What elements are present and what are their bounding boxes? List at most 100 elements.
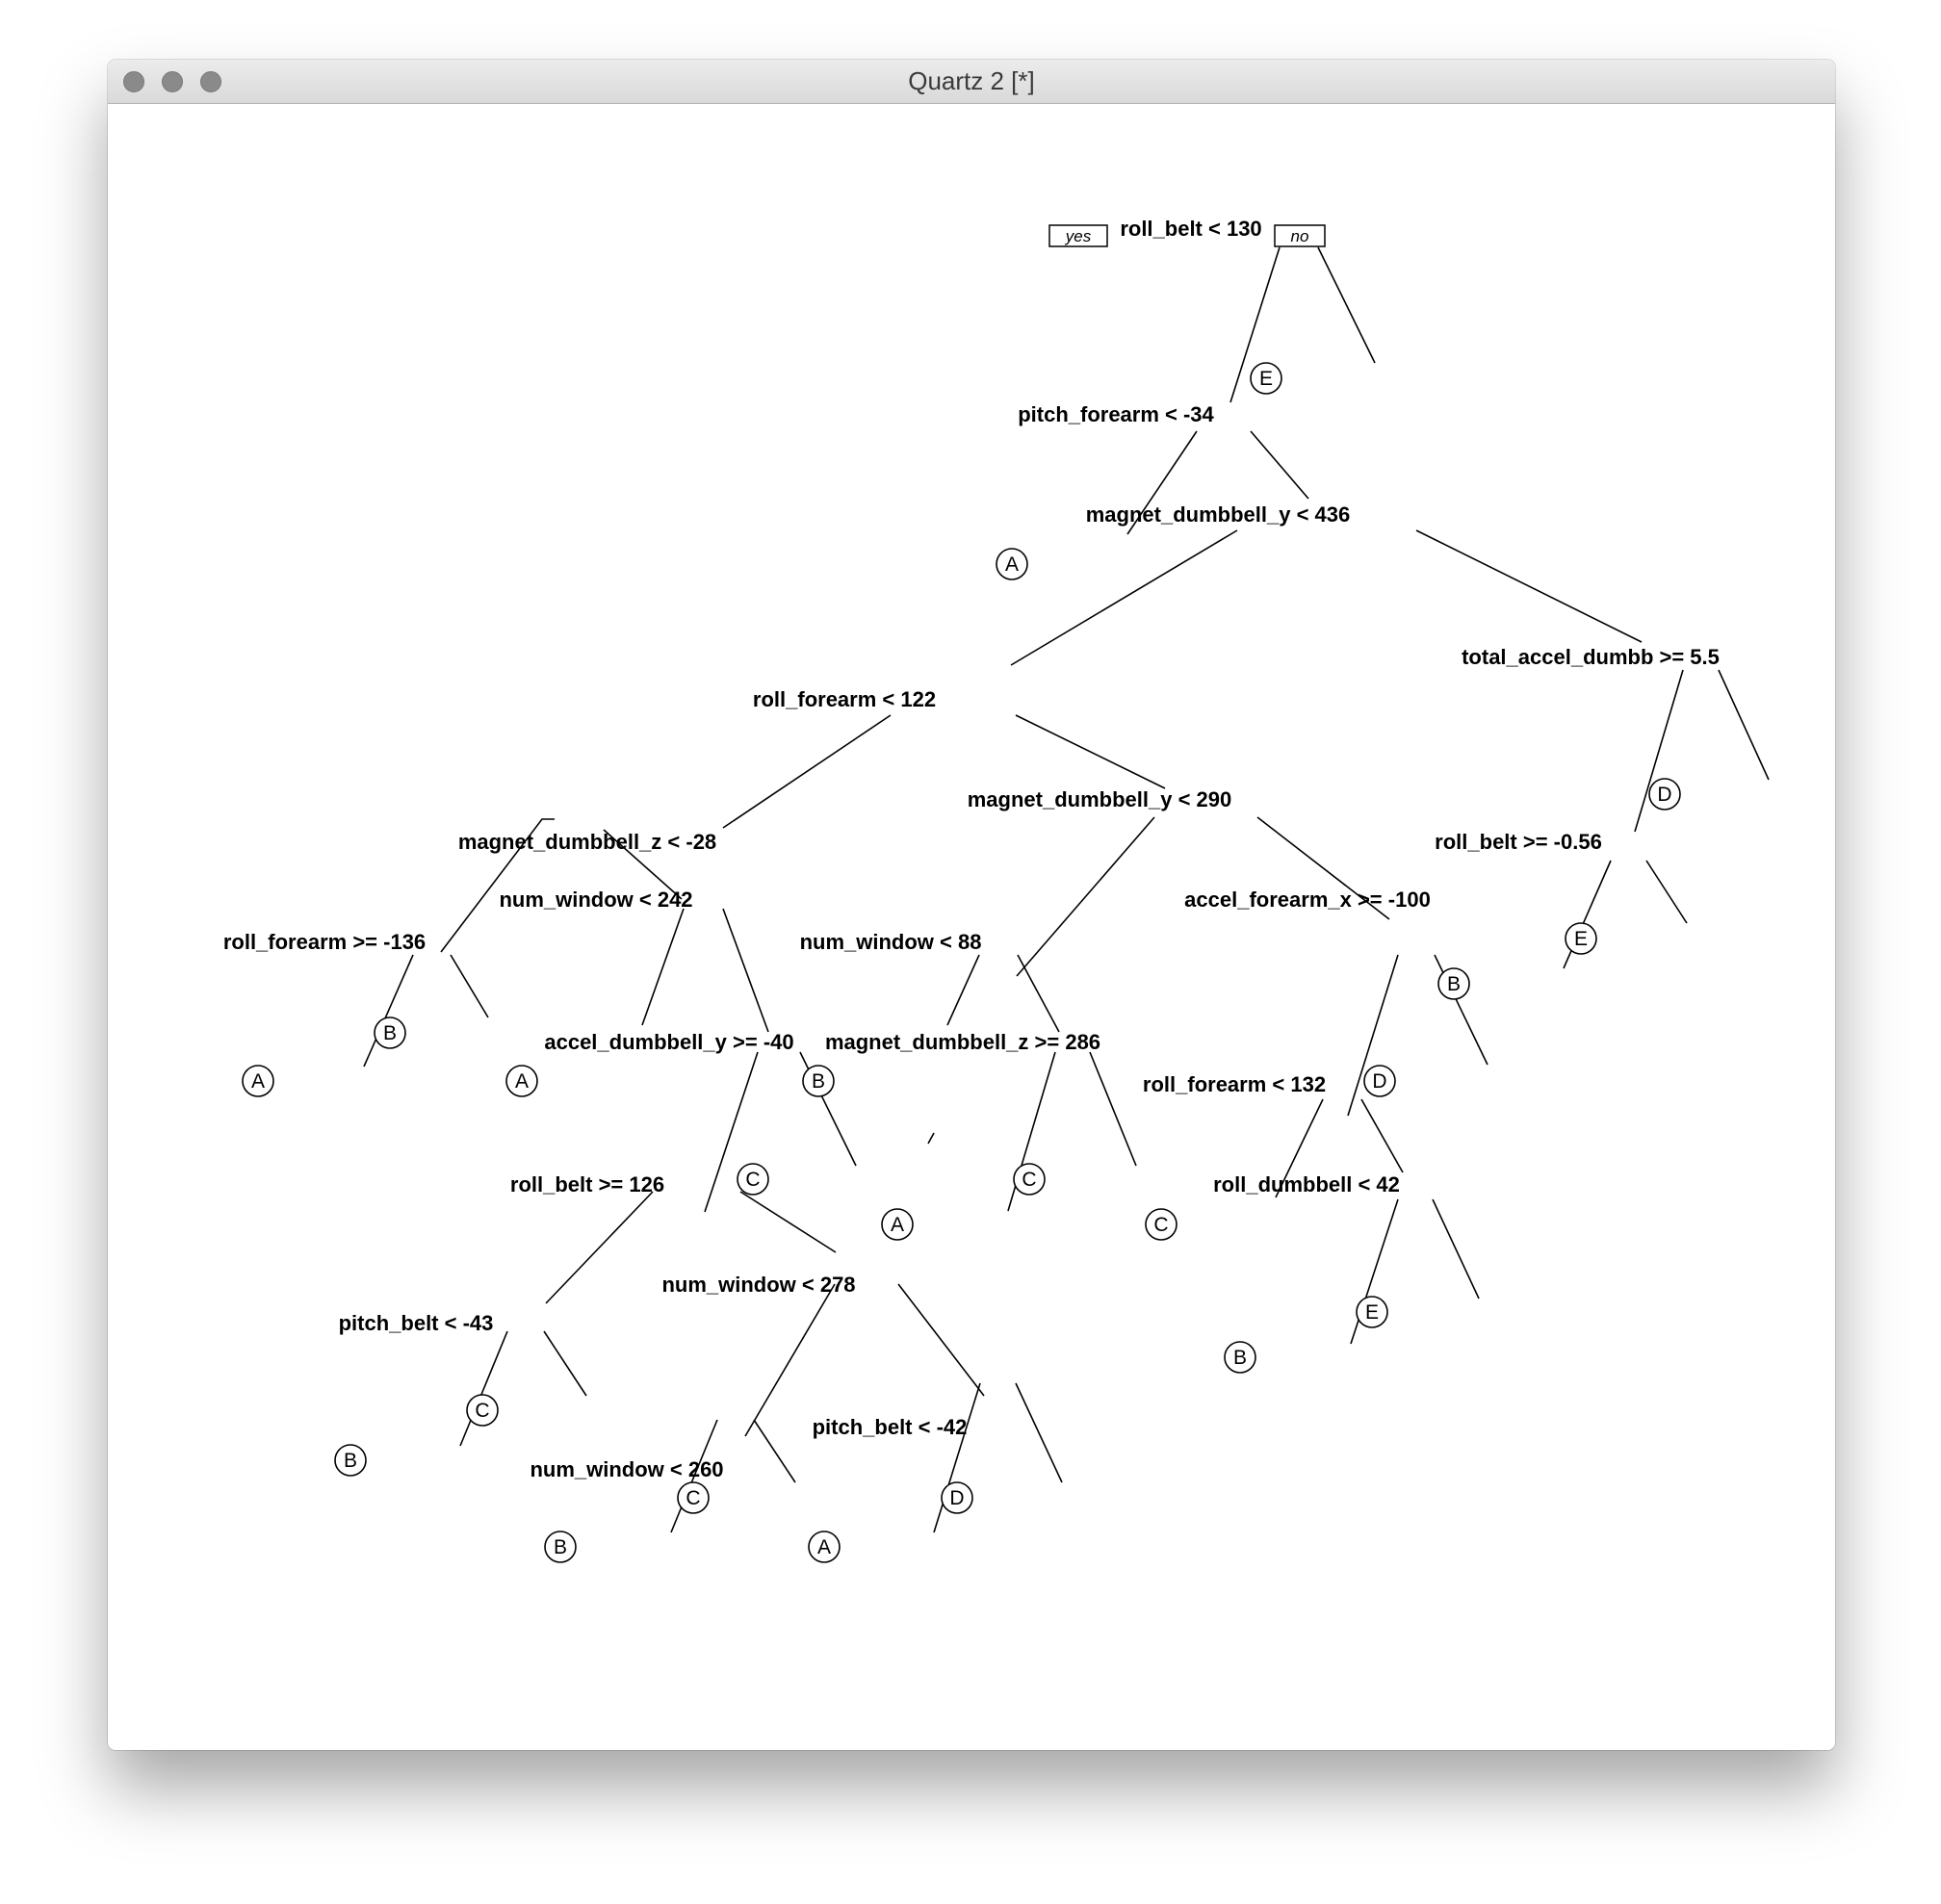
leaf-label: C bbox=[686, 1487, 700, 1509]
leaf-label: B bbox=[383, 1022, 397, 1044]
edge bbox=[1250, 430, 1309, 500]
no-label-box: no bbox=[1274, 224, 1326, 247]
leaf-label: C bbox=[1022, 1169, 1036, 1191]
split-label: roll_dumbbell < 42 bbox=[1213, 1172, 1400, 1196]
edge bbox=[545, 1191, 654, 1304]
leaf-node: A bbox=[881, 1208, 914, 1241]
leaf-node: D bbox=[1363, 1065, 1396, 1097]
leaf-label: E bbox=[1574, 928, 1588, 950]
decision-tree: yes no roll_belt < 130 pitch_forearm < -… bbox=[223, 217, 1770, 1563]
split-label: total_accel_dumbb >= 5.5 bbox=[1462, 645, 1720, 669]
split-label: roll_belt < 130 bbox=[1120, 217, 1261, 241]
edge bbox=[753, 1419, 796, 1483]
edge bbox=[1347, 954, 1399, 1117]
edge bbox=[722, 714, 892, 829]
leaf-label: B bbox=[812, 1070, 825, 1093]
plot-area: yes no roll_belt < 130 pitch_forearm < -… bbox=[108, 104, 1835, 1750]
split-label: roll_belt >= 126 bbox=[510, 1172, 664, 1196]
edge bbox=[1360, 1098, 1404, 1173]
leaf-node: E bbox=[1565, 922, 1597, 955]
edge bbox=[1015, 1382, 1063, 1483]
edge bbox=[1017, 954, 1060, 1033]
leaf-node: D bbox=[1648, 778, 1681, 810]
split-label: roll_forearm < 132 bbox=[1143, 1072, 1326, 1096]
leaf-label: A bbox=[515, 1070, 529, 1093]
edge bbox=[1089, 1051, 1137, 1167]
edge bbox=[1645, 860, 1688, 924]
leaf-node: C bbox=[1145, 1208, 1178, 1241]
edge bbox=[603, 829, 683, 900]
split-label: pitch_forearm < -34 bbox=[1018, 402, 1214, 426]
edge bbox=[1634, 669, 1684, 833]
leaf-node: B bbox=[334, 1444, 367, 1477]
edge bbox=[927, 1132, 935, 1145]
edge bbox=[933, 1382, 981, 1533]
leaf-node: B bbox=[1224, 1341, 1256, 1374]
split-label: roll_forearm >= -136 bbox=[223, 930, 426, 954]
leaf-node: B bbox=[544, 1531, 577, 1563]
leaf-node: A bbox=[505, 1065, 538, 1097]
leaf-node: A bbox=[996, 548, 1028, 580]
split-label: pitch_belt < -42 bbox=[813, 1415, 968, 1439]
yes-label-box: yes bbox=[1048, 224, 1108, 247]
leaf-node: C bbox=[466, 1394, 499, 1427]
leaf-label: C bbox=[745, 1169, 760, 1191]
leaf-node: C bbox=[737, 1163, 769, 1196]
split-label: magnet_dumbbell_z >= 286 bbox=[825, 1030, 1100, 1054]
edge bbox=[704, 1051, 759, 1213]
edge bbox=[897, 1283, 985, 1397]
leaf-node: E bbox=[1356, 1296, 1388, 1328]
edge bbox=[641, 908, 685, 1026]
plot-window: Quartz 2 [*] bbox=[108, 60, 1835, 1750]
leaf-label: B bbox=[344, 1450, 357, 1472]
leaf-label: B bbox=[554, 1536, 567, 1558]
no-label: no bbox=[1291, 227, 1309, 245]
window-title: Quartz 2 [*] bbox=[908, 66, 1035, 95]
split-labels: roll_belt < 130 pitch_forearm < -34 magn… bbox=[223, 217, 1720, 1481]
zoom-button[interactable] bbox=[200, 71, 221, 92]
leaf-label: E bbox=[1259, 368, 1273, 390]
edge bbox=[1415, 529, 1643, 643]
edge bbox=[440, 818, 555, 953]
minimize-button[interactable] bbox=[162, 71, 183, 92]
edge bbox=[722, 908, 769, 1033]
edge bbox=[744, 1283, 836, 1437]
leaf-node: B bbox=[1437, 967, 1470, 1000]
edge bbox=[1010, 529, 1238, 666]
leaf-label: A bbox=[251, 1070, 265, 1093]
split-label: pitch_belt < -43 bbox=[339, 1311, 494, 1335]
edge bbox=[739, 1191, 837, 1253]
edge bbox=[450, 954, 489, 1018]
split-label: num_window < 242 bbox=[499, 888, 692, 912]
edge bbox=[1256, 816, 1390, 920]
leaf-label: A bbox=[817, 1536, 831, 1558]
split-label: magnet_dumbbell_y < 436 bbox=[1086, 502, 1351, 527]
title-bar[interactable]: Quartz 2 [*] bbox=[108, 60, 1835, 104]
split-label: num_window < 278 bbox=[661, 1273, 855, 1297]
split-label: accel_dumbbell_y >= -40 bbox=[544, 1030, 793, 1054]
leaf-node: A bbox=[242, 1065, 274, 1097]
edge bbox=[1275, 1098, 1324, 1198]
split-label: roll_belt >= -0.56 bbox=[1435, 830, 1602, 854]
leaf-label: A bbox=[1005, 553, 1019, 576]
edge bbox=[946, 954, 980, 1026]
leaf-node: C bbox=[677, 1481, 710, 1514]
leaf-node: B bbox=[374, 1016, 406, 1049]
yes-label: yes bbox=[1065, 227, 1092, 245]
leaf-label: B bbox=[1447, 973, 1461, 995]
edge bbox=[1015, 714, 1166, 789]
leaf-label: A bbox=[891, 1214, 904, 1236]
edge bbox=[543, 1330, 587, 1397]
edge bbox=[1432, 1198, 1480, 1299]
leaf-label: C bbox=[475, 1400, 489, 1422]
leaf-label: E bbox=[1365, 1301, 1379, 1324]
close-button[interactable] bbox=[123, 71, 144, 92]
leaf-node: E bbox=[1250, 362, 1282, 395]
split-label: magnet_dumbbell_z < -28 bbox=[458, 830, 716, 854]
leaf-node: B bbox=[802, 1065, 835, 1097]
edge bbox=[1126, 430, 1198, 535]
leaf-node: A bbox=[808, 1531, 841, 1563]
split-label: num_window < 260 bbox=[530, 1457, 723, 1481]
edge bbox=[1016, 816, 1155, 977]
tree-edges bbox=[363, 246, 1770, 1533]
